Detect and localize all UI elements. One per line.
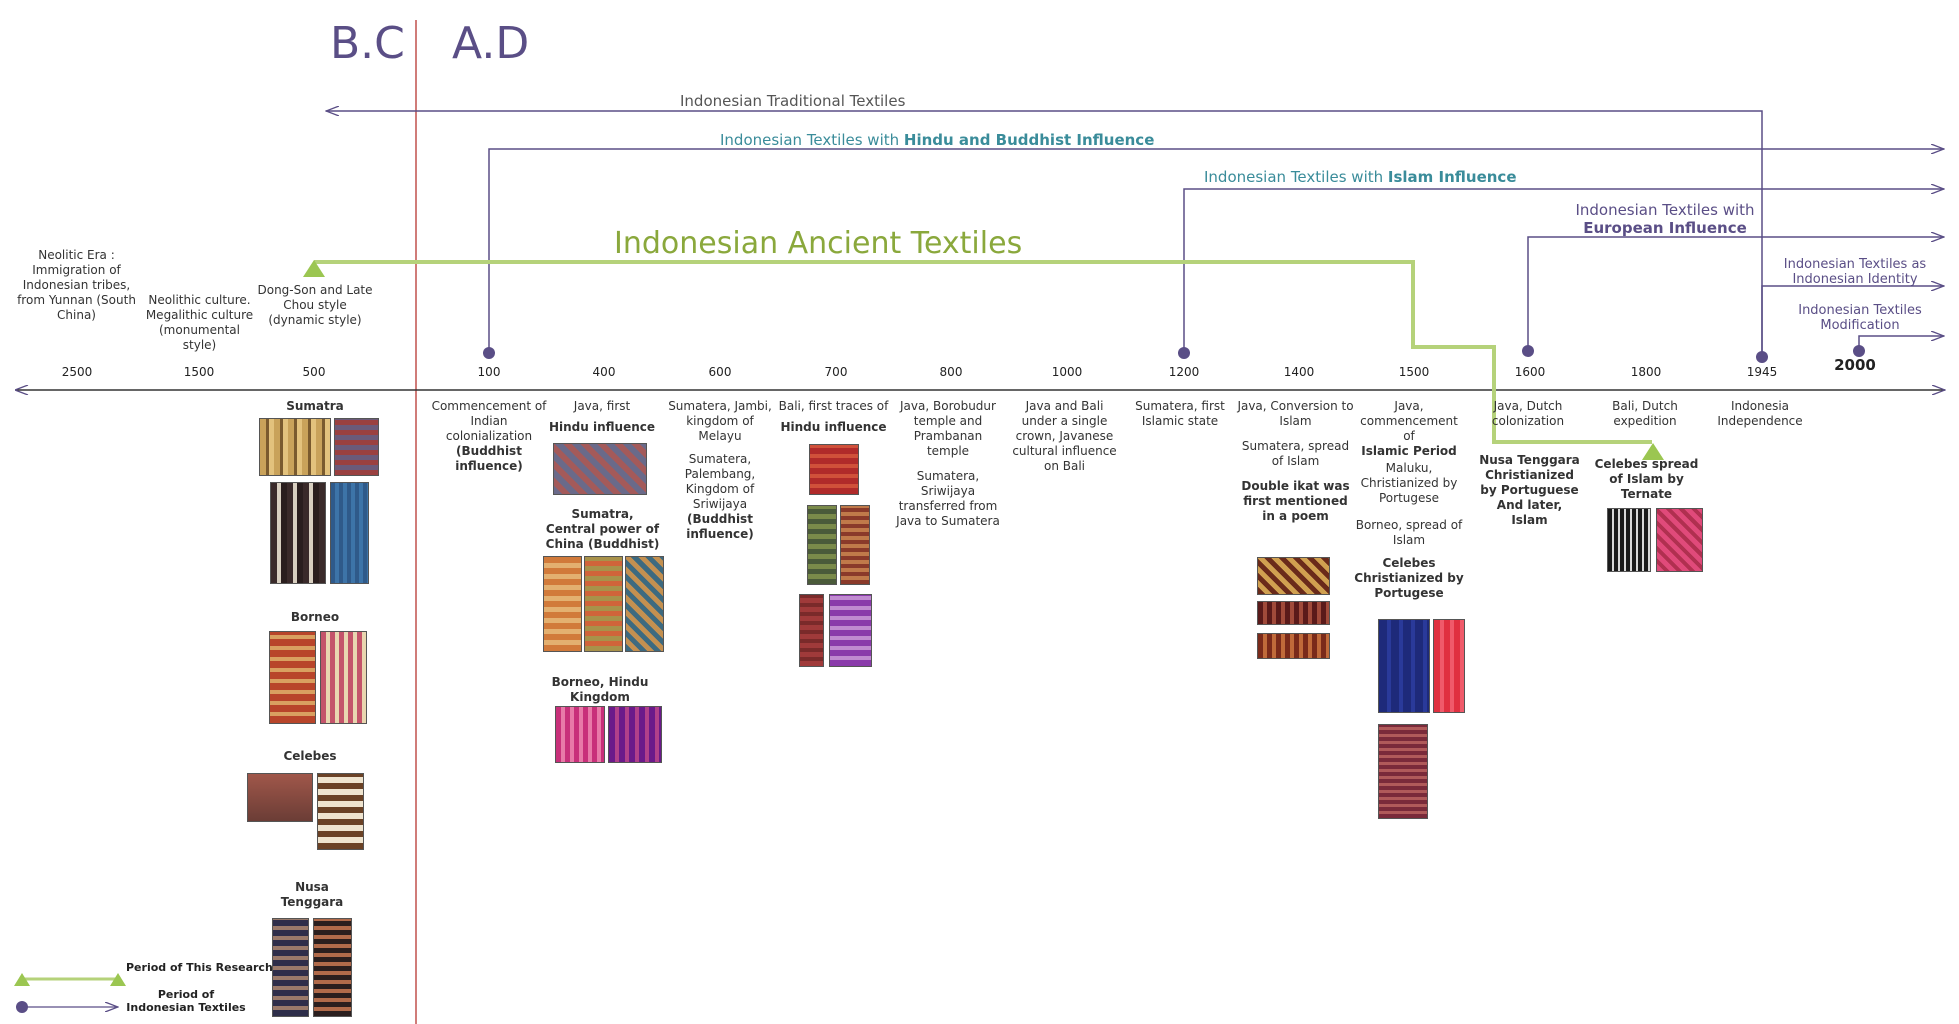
event-1600: Java, Dutch colonization: [1491, 399, 1565, 428]
year-1400: 1400: [1283, 365, 1315, 379]
textile-image: [1257, 601, 1330, 625]
neolitic-era-note: Neolitic Era : Immigration of Indonesian…: [17, 248, 136, 322]
year-1000: 1000: [1051, 365, 1083, 379]
dot-100: [483, 347, 495, 359]
region-sumatra: Sumatra: [286, 399, 344, 413]
textile-image: [1378, 619, 1430, 713]
traditional-arrow: [326, 111, 1763, 352]
year-1500bc: 1500: [183, 365, 215, 379]
year-800: 800: [939, 365, 963, 379]
event-1500: Java, commencement of Islamic Period Mal…: [1354, 399, 1464, 600]
legend-triangle-left: [14, 973, 30, 986]
textile-image: [625, 556, 664, 652]
islam-arrow: [1183, 189, 1944, 352]
year-400: 400: [592, 365, 616, 379]
neolithic-culture-note: Neolithic culture. Megalithic culture (m…: [145, 293, 254, 352]
textile-image: [259, 418, 331, 476]
event-400-sumatra: Sumatra, Central power of China (Buddhis…: [545, 507, 660, 551]
year-2000: 2000: [1834, 356, 1876, 374]
year-1500: 1500: [1398, 365, 1430, 379]
ad-label: A.D: [452, 18, 530, 69]
hindu-label: Indonesian Textiles with Hindu and Buddh…: [720, 131, 1155, 149]
textile-image: [313, 918, 352, 1017]
dot-2000: [1853, 345, 1865, 357]
dot-1200: [1178, 347, 1190, 359]
textile-image: [1607, 508, 1651, 572]
year-500bc: 500: [302, 365, 326, 379]
event-1000: Java and Bali under a single crown, Java…: [1012, 399, 1117, 473]
identity-arrow: [1761, 286, 1944, 352]
textile-image: [809, 444, 859, 495]
modification-arrow: [1858, 336, 1944, 350]
research-end-triangle: [1642, 443, 1664, 460]
year-1200: 1200: [1168, 365, 1200, 379]
bc-label: B.C: [330, 18, 405, 69]
year-1945: 1945: [1746, 365, 1778, 379]
textile-image: [1656, 508, 1703, 572]
textile-image: [320, 631, 367, 724]
event-600: Sumatera, Jambi, kingdom of Melayu Sumat…: [668, 399, 772, 541]
region-celebes: Celebes: [283, 749, 337, 763]
european-arrow: [1527, 237, 1944, 348]
legend-research-label: Period of This Research: [126, 961, 273, 974]
textile-image: [247, 773, 313, 822]
legend-dot: [16, 1001, 28, 1013]
year-2500: 2500: [61, 365, 93, 379]
legend-triangle-right: [110, 973, 126, 986]
year-700: 700: [824, 365, 848, 379]
event-400-borneo: Borneo, Hindu Kingdom: [551, 675, 649, 704]
dot-1945: [1756, 351, 1768, 363]
hindu-arrow: [488, 149, 1944, 352]
textile-image: [799, 594, 824, 667]
textile-image: [1433, 619, 1465, 713]
textile-image: [829, 594, 872, 667]
event-1600-nusa: Nusa Tenggara Christianized by Portugues…: [1479, 453, 1580, 527]
textile-image: [543, 556, 582, 652]
textile-image: [1257, 557, 1330, 595]
ancient-label: Indonesian Ancient Textiles: [614, 226, 1023, 261]
year-600: 600: [708, 365, 732, 379]
islam-label: Indonesian Textiles with Islam Influence: [1204, 168, 1517, 186]
dot-1600: [1522, 345, 1534, 357]
textile-image: [553, 443, 647, 495]
research-start-triangle: [303, 260, 325, 277]
event-1945: Indonesia Independence: [1717, 399, 1803, 428]
textile-image: [330, 482, 369, 584]
traditional-label: Indonesian Traditional Textiles: [680, 92, 906, 110]
textile-image: [317, 773, 364, 850]
event-1800: Bali, Dutch expedition: [1612, 399, 1678, 428]
event-100: Commencement of Indian colonialization(B…: [431, 399, 547, 473]
textile-image: [555, 706, 605, 763]
event-1200: Sumatera, first Islamic state: [1135, 399, 1225, 428]
textile-image: [840, 505, 870, 585]
textile-image: [269, 631, 316, 724]
event-800: Java, Borobudur temple and Prambanan tem…: [896, 399, 1000, 528]
event-1400: Java, Conversion to Islam Sumatera, spre…: [1237, 399, 1354, 523]
year-100: 100: [477, 365, 501, 379]
textile-image: [608, 706, 662, 763]
event-1800-celebes: Celebes spread of Islam by Ternate: [1594, 457, 1699, 501]
textile-image: [270, 482, 326, 584]
legend-textiles-label: Period of Indonesian Textiles: [126, 988, 246, 1014]
textile-image: [1257, 633, 1330, 659]
dong-son-note: Dong-Son and Late Chou style (dynamic st…: [257, 283, 373, 327]
year-1600: 1600: [1514, 365, 1546, 379]
research-period-line: [314, 260, 1652, 444]
textile-image: [807, 505, 837, 585]
textile-image: [334, 418, 379, 476]
region-nusa-tenggara: Nusa Tenggara: [280, 880, 344, 909]
textile-image: [1378, 724, 1428, 819]
region-borneo: Borneo: [290, 610, 340, 624]
year-1800: 1800: [1630, 365, 1662, 379]
textile-image: [584, 556, 623, 652]
textile-image: [272, 918, 309, 1017]
